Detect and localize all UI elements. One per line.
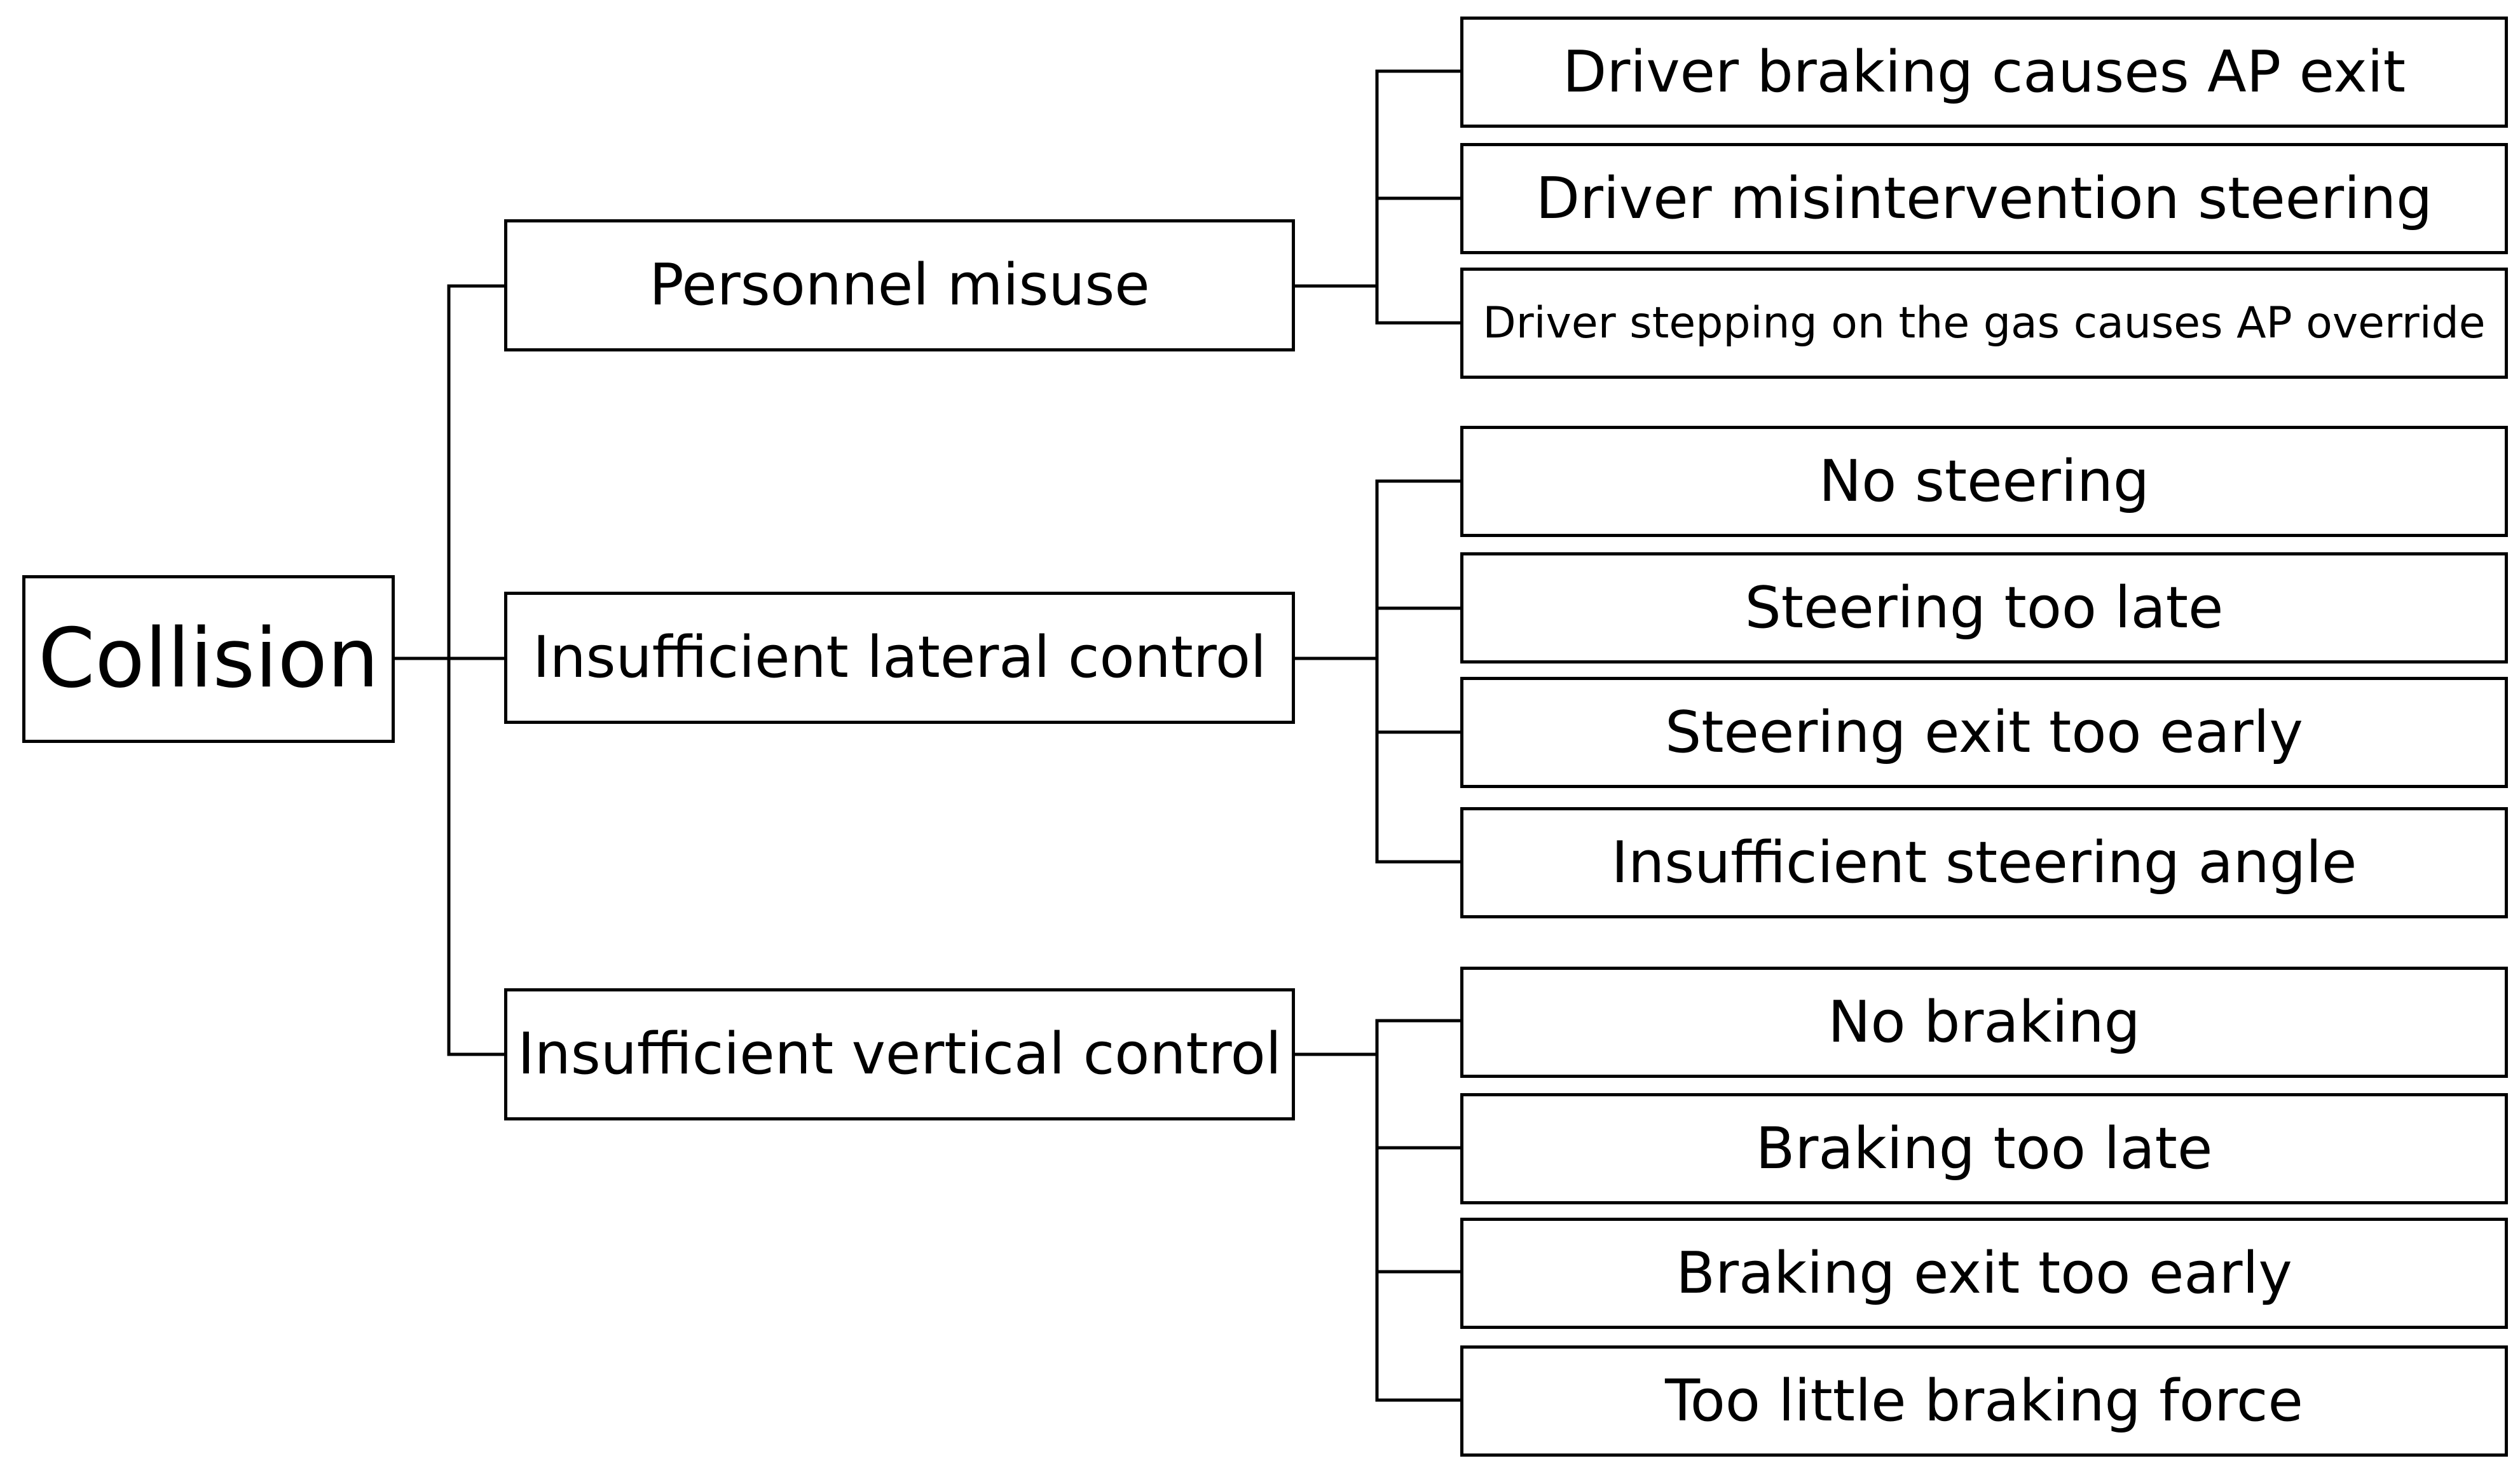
leaf-node-label: Driver misintervention steering xyxy=(1535,165,2433,232)
leaf-node: Steering exit too early xyxy=(1460,677,2508,788)
leaf-node: Braking exit too early xyxy=(1460,1218,2508,1329)
leaf-node: Driver braking causes AP exit xyxy=(1460,17,2508,128)
branch-node-lateral-control: Insufficient lateral control xyxy=(504,592,1295,724)
leaf-node: Driver misintervention steering xyxy=(1460,143,2508,254)
branch-node-label: Insufficient vertical control xyxy=(517,1021,1282,1087)
leaf-node: Braking too late xyxy=(1460,1093,2508,1204)
leaf-node: Insufficient steering angle xyxy=(1460,807,2508,918)
branch-node-label: Personnel misuse xyxy=(649,252,1150,318)
leaf-node-label: Steering exit too early xyxy=(1665,698,2303,766)
leaf-node-label: Steering too late xyxy=(1744,574,2224,641)
branch-node-vertical-control: Insufficient vertical control xyxy=(504,988,1295,1120)
leaf-node-label: Too little braking force xyxy=(1665,1367,2303,1434)
branch-node-personnel-misuse: Personnel misuse xyxy=(504,219,1295,351)
branch-node-label: Insufficient lateral control xyxy=(533,624,1266,691)
leaf-node-label: No steering xyxy=(1818,447,2150,515)
leaf-node: Driver stepping on the gas causes AP ove… xyxy=(1460,268,2508,379)
root-node: Collision xyxy=(22,575,395,743)
leaf-node-label: Braking exit too early xyxy=(1676,1239,2292,1307)
leaf-node: Too little braking force xyxy=(1460,1345,2508,1457)
leaf-node-label: Driver braking causes AP exit xyxy=(1563,38,2406,105)
leaf-node-label: Driver stepping on the gas causes AP ove… xyxy=(1483,297,2486,348)
leaf-node: Steering too late xyxy=(1460,552,2508,664)
root-node-label: Collision xyxy=(38,611,380,706)
leaf-node-label: Insufficient steering angle xyxy=(1611,829,2357,896)
leaf-node: No steering xyxy=(1460,426,2508,537)
leaf-node-label: No braking xyxy=(1828,988,2140,1056)
leaf-node: No braking xyxy=(1460,967,2508,1078)
leaf-node-label: Braking too late xyxy=(1755,1115,2213,1182)
